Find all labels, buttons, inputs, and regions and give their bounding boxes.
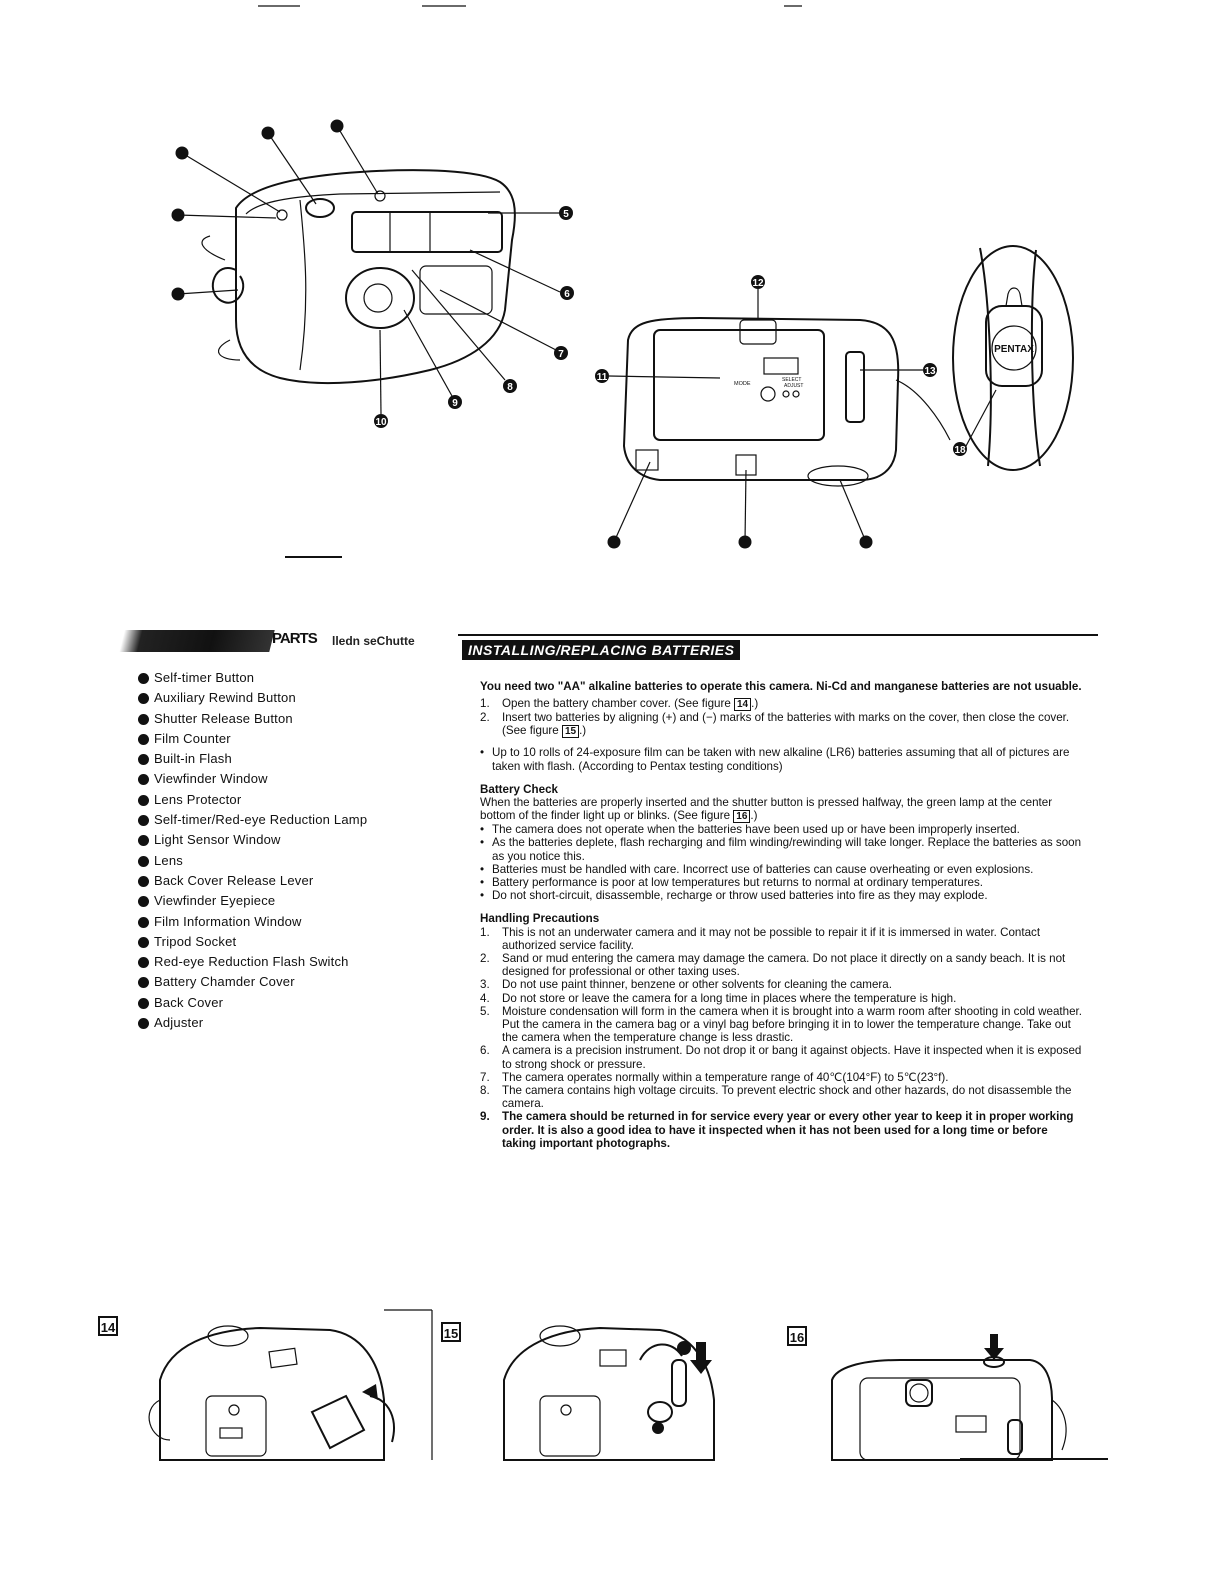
precautions-heading: Handling Precautions — [480, 912, 600, 926]
list-item: Viewfinder Window — [138, 769, 367, 789]
callout-number: 7 — [558, 349, 564, 360]
parts-list: Self-timer Button Auxiliary Rewind Butto… — [138, 668, 367, 1033]
bottom-rule — [960, 1458, 1108, 1460]
list-item: Self-timer/Red-eye Reduction Lamp — [138, 810, 367, 830]
list-item: The camera does not operate when the bat… — [480, 823, 1084, 836]
list-item: 9.The camera should be returned in for s… — [480, 1110, 1074, 1150]
list-item: 8.The camera contains high voltage circu… — [480, 1084, 1072, 1111]
list-item: 4.Do not store or leave the camera for a… — [480, 991, 957, 1005]
batteries-section-title: INSTALLING/REPLACING BATTERIES — [462, 640, 741, 660]
list-item: Lens — [138, 851, 367, 871]
note-item: Up to 10 rolls of 24-exposure film can b… — [480, 746, 1084, 772]
list-item: Battery Chamder Cover — [138, 972, 367, 992]
parts-header-suffix: lledn seChutte — [332, 634, 415, 648]
list-item: 6.A camera is a precision instrument. Do… — [480, 1044, 1082, 1071]
figure-ref: 15 — [561, 725, 580, 739]
adjust-label: ADJUST — [784, 383, 803, 389]
parts-section-header: PARTS lledn seChutte — [119, 628, 430, 658]
list-item: Adjuster — [138, 1013, 367, 1033]
list-item: Do not short-circuit, disassemble, recha… — [480, 889, 1084, 902]
callout-number: 8 — [507, 382, 513, 393]
list-item: Red-eye Reduction Flash Switch — [138, 952, 367, 972]
callout-number: 6 — [564, 289, 570, 300]
pentax-logo: PENTAX — [994, 344, 1034, 355]
list-item: Auxiliary Rewind Button — [138, 688, 367, 708]
list-item: Battery performance is poor at low tempe… — [480, 876, 1084, 889]
list-item: 3.Do not use paint thinner, benzene or o… — [480, 978, 892, 992]
step-item: 1.Open the battery chamber cover. (See f… — [480, 697, 759, 712]
figure-16-label: 16 — [787, 1326, 807, 1346]
step-item: 2.Insert two batteries by aligning (+) a… — [480, 711, 1070, 739]
callout-number: 11 — [597, 372, 608, 383]
intro-text: You need two "AA" alkaline batteries to … — [480, 680, 1082, 693]
callout-number: 9 — [452, 398, 458, 409]
list-item: Self-timer Button — [138, 668, 367, 688]
list-item: Back Cover — [138, 993, 367, 1013]
camera-front-diagram: 5 6 7 8 9 10 MODE SELECT ADJUST 12 11 13… — [171, 5, 1074, 558]
figure-ref: 14 — [734, 698, 752, 712]
list-item: Film Counter — [138, 729, 367, 749]
list-item: Lens Protector — [138, 790, 367, 810]
section-rule — [458, 634, 1098, 636]
select-label: SELECT — [782, 377, 801, 383]
list-item: 5.Moisture condensation will form in the… — [480, 1004, 1082, 1045]
list-item: Batteries must be handled with care. Inc… — [480, 863, 1084, 876]
figure-15-label: 15 — [441, 1322, 461, 1342]
parts-header-label: PARTS — [272, 630, 318, 647]
list-item: Tripod Socket — [138, 932, 367, 952]
list-item: As the batteries deplete, flash rechargi… — [480, 836, 1084, 862]
list-item: 7.The camera operates normally within a … — [480, 1070, 949, 1084]
list-item: 1.This is not an underwater camera and i… — [480, 925, 1041, 952]
list-item: Viewfinder Eyepiece — [138, 891, 367, 911]
battery-check-heading: Battery Check — [480, 782, 558, 796]
list-item: Shutter Release Button — [138, 709, 367, 729]
list-item: Film Information Window — [138, 912, 367, 932]
callout-number: 13 — [924, 366, 936, 377]
list-item: Built-in Flash — [138, 749, 367, 769]
list-item: Light Sensor Window — [138, 830, 367, 850]
mode-label: MODE — [734, 381, 751, 387]
callout-number: 10 — [375, 417, 387, 428]
list-item: 2.Sand or mud entering the camera may da… — [480, 952, 1066, 979]
battery-check-text: When the batteries are properly inserted… — [480, 796, 1053, 824]
figure-14-label: 14 — [98, 1316, 118, 1336]
callout-number: 18 — [954, 445, 966, 456]
batteries-body: You need two "AA" alkaline batteries to … — [480, 680, 1084, 1150]
list-item: Back Cover Release Lever — [138, 871, 367, 891]
callout-number: 12 — [752, 278, 764, 289]
callout-number: 5 — [563, 209, 569, 220]
